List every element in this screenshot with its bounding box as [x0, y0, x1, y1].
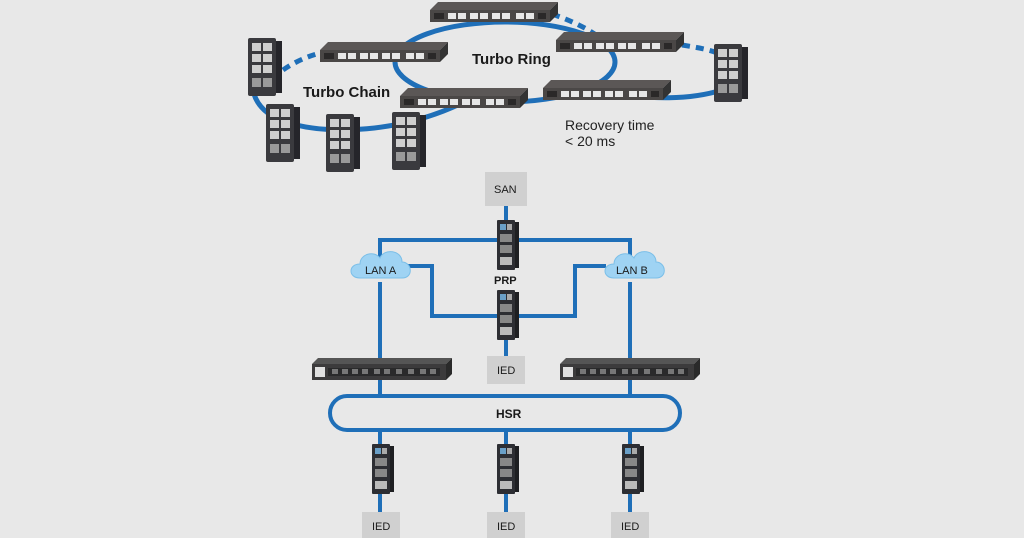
- rack-switch-icon: [556, 32, 684, 52]
- ied-label-prp: IED: [497, 365, 515, 377]
- hsr-label: HSR: [496, 407, 522, 421]
- recovery-time-label: Recovery time: [565, 117, 655, 133]
- san-label: SAN: [494, 184, 517, 196]
- industrial-switch-icon: [326, 114, 360, 172]
- din-rail-switch-icon: [497, 220, 519, 270]
- lan-b-label: LAN B: [616, 265, 648, 277]
- turbo-ring-label: Turbo Ring: [472, 51, 551, 68]
- prp-label: PRP: [494, 275, 517, 287]
- din-rail-switch-icon: [622, 444, 644, 494]
- industrial-switch-icon: [266, 104, 300, 162]
- chain-dashed-top: [551, 11, 602, 40]
- turbo-ring-diagram: Turbo Ring Turbo Chain Recovery time < 2…: [248, 2, 748, 172]
- din-rail-switch-icon: [497, 444, 519, 494]
- ied-box-3: [611, 512, 649, 538]
- rack-switch-icon: [430, 2, 558, 22]
- ied-label-1: IED: [372, 521, 390, 533]
- hsr-ring-inner: [342, 404, 668, 422]
- lan-a-label: LAN A: [365, 265, 397, 277]
- industrial-switch-icon: [392, 112, 426, 170]
- din-rail-switch-icon: [497, 290, 519, 340]
- industrial-switch-icon: [714, 44, 748, 102]
- prp-hsr-diagram: HSR LAN A LAN B SAN PRP IED IED IED: [312, 172, 700, 538]
- rack-switch-icon: [560, 358, 700, 380]
- chain-dashed-left: [281, 47, 336, 73]
- turbo-chain-label: Turbo Chain: [303, 84, 390, 101]
- din-rail-switch-icon: [372, 444, 394, 494]
- recovery-time-value: < 20 ms: [565, 133, 615, 149]
- rack-switch-icon: [400, 88, 528, 108]
- industrial-switch-icon: [248, 38, 282, 96]
- san-box: [485, 172, 527, 206]
- rack-switch-icon: [320, 42, 448, 62]
- ied-label-3: IED: [621, 521, 639, 533]
- ied-label-2: IED: [497, 521, 515, 533]
- ied-box-1: [362, 512, 400, 538]
- rack-switch-icon: [312, 358, 452, 380]
- rack-switch-icon: [543, 80, 671, 100]
- chain-dashed-right: [681, 42, 724, 58]
- hsr-ring-outer: [328, 394, 682, 432]
- ied-box-prp: [487, 356, 525, 384]
- ied-box-2: [487, 512, 525, 538]
